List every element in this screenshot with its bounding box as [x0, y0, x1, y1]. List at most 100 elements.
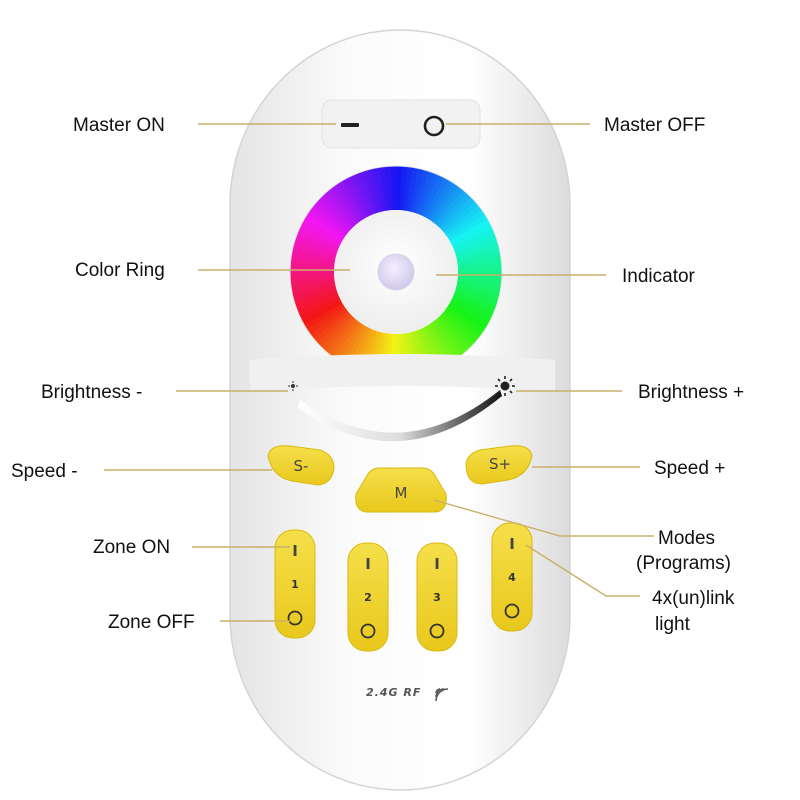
- circle-icon: [504, 603, 520, 619]
- color-ring-segment: [294, 290, 339, 310]
- circle-icon: [360, 623, 376, 639]
- color-ring-segment: [368, 168, 384, 213]
- color-ring-segment: [445, 305, 485, 335]
- mode-button[interactable]: M: [355, 467, 447, 513]
- zone-number-label: 3: [433, 591, 441, 604]
- label-zone-off: Zone OFF: [108, 612, 195, 633]
- color-ring-segment: [306, 305, 346, 335]
- color-ring-segment: [439, 197, 476, 231]
- speed-minus-button-label: S-: [294, 457, 309, 475]
- label-modes-line2: (Programs): [636, 553, 731, 574]
- zone-on-symbol: I: [365, 555, 371, 573]
- color-ring-segment: [290, 277, 335, 289]
- color-ring-segment: [402, 166, 414, 211]
- indicator-light: [377, 253, 415, 291]
- label-speed-plus: Speed +: [654, 458, 725, 479]
- color-ring-segment: [446, 209, 486, 239]
- label-link-line1: 4x(un)link: [652, 588, 735, 609]
- color-ring-segment: [455, 284, 500, 301]
- color-ring-segment: [435, 189, 468, 227]
- color-ring-segment: [443, 308, 482, 340]
- color-ring-segment: [363, 169, 381, 214]
- zone-number-label: 4: [508, 571, 516, 584]
- color-ring-segment: [441, 311, 479, 344]
- color-ring-segment: [313, 200, 351, 233]
- color-ring-segment: [421, 175, 445, 217]
- color-ring-segment: [309, 308, 348, 339]
- color-ring-segment: [456, 249, 501, 263]
- speed-plus-button[interactable]: S+: [465, 445, 533, 485]
- color-ring-segment: [447, 214, 489, 242]
- color-ring-segment: [304, 213, 345, 241]
- leader-link-light: [525, 544, 640, 597]
- zone-3-button[interactable]: I3: [416, 542, 458, 652]
- brightness-slider[interactable]: [298, 390, 502, 442]
- color-ring-segment: [338, 179, 366, 221]
- color-ring-segment: [452, 228, 496, 251]
- brightness-slider-panel: [250, 354, 555, 392]
- color-ring-segment: [292, 243, 337, 260]
- label-master-on: Master ON: [73, 115, 165, 136]
- label-brightness-minus: Brightness -: [41, 382, 142, 403]
- color-ring-segment: [291, 281, 336, 295]
- wifi-signal-icon: [435, 688, 449, 702]
- zone-button-body: [347, 542, 389, 652]
- zone-on-symbol: I: [509, 535, 515, 553]
- color-ring-segment: [456, 281, 501, 295]
- callout-labels: Master ON Master OFF Color Ring Indicato…: [11, 115, 744, 635]
- color-ring-segment: [453, 234, 498, 254]
- label-brightness-plus: Brightness +: [638, 382, 744, 403]
- circle-icon: [429, 623, 445, 639]
- zone-4-button[interactable]: I4: [491, 522, 533, 632]
- color-ring-segment: [324, 317, 357, 355]
- color-ring-segment: [437, 315, 471, 352]
- color-ring-segment: [452, 294, 495, 316]
- color-ring-segment: [325, 189, 358, 226]
- color-ring-segment: [455, 244, 500, 260]
- color-ring-segment: [292, 284, 337, 300]
- zone-2-button[interactable]: I2: [347, 542, 389, 652]
- minus-icon: [341, 123, 359, 127]
- color-ring-segment: [399, 166, 408, 211]
- color-ring-segment: [454, 239, 499, 257]
- color-ring-segment: [317, 196, 353, 231]
- zone-on-symbol: I: [434, 555, 440, 573]
- color-ring-segment: [299, 223, 341, 247]
- master-on-button[interactable]: [340, 104, 396, 144]
- brand-text: 2.4G RF: [366, 686, 421, 699]
- color-ring-segment: [447, 303, 488, 331]
- color-ring-segment: [373, 167, 387, 212]
- color-ring-segment: [449, 219, 491, 245]
- color-ring-segment: [307, 209, 347, 239]
- color-ring-segment: [296, 293, 340, 316]
- leader-lines: [104, 123, 654, 622]
- color-ring-segment: [293, 287, 338, 305]
- color-ring-segment: [444, 205, 483, 236]
- color-ring-segment: [457, 266, 502, 273]
- color-ring-segment: [405, 167, 419, 212]
- master-off-button[interactable]: [410, 104, 466, 144]
- color-ring-segment: [316, 313, 353, 347]
- color-ring-segment: [303, 302, 345, 330]
- zone-1-button[interactable]: I1: [274, 529, 316, 639]
- label-master-off: Master OFF: [604, 115, 705, 136]
- sun-icon: [495, 376, 515, 396]
- color-ring-segment: [321, 192, 355, 229]
- speed-plus-button-label: S+: [489, 455, 511, 473]
- color-ring-segment: [328, 319, 360, 358]
- color-ring-segment: [453, 291, 497, 311]
- color-ring-segment: [343, 177, 369, 219]
- speed-minus-button[interactable]: S-: [267, 445, 335, 486]
- color-ring-segment: [415, 171, 435, 215]
- color-ring-segment: [434, 318, 467, 355]
- color-ring-segment: [301, 218, 343, 244]
- color-ring-segment: [289, 271, 335, 278]
- color-ring-segment: [454, 288, 499, 306]
- color-ring-segment: [439, 313, 475, 348]
- label-zone-on: Zone ON: [93, 537, 170, 558]
- color-ring-segment: [310, 204, 349, 236]
- brand-mark: 2.4G RF: [366, 686, 449, 702]
- color-ring-segment: [301, 299, 343, 325]
- label-indicator: Indicator: [622, 266, 696, 287]
